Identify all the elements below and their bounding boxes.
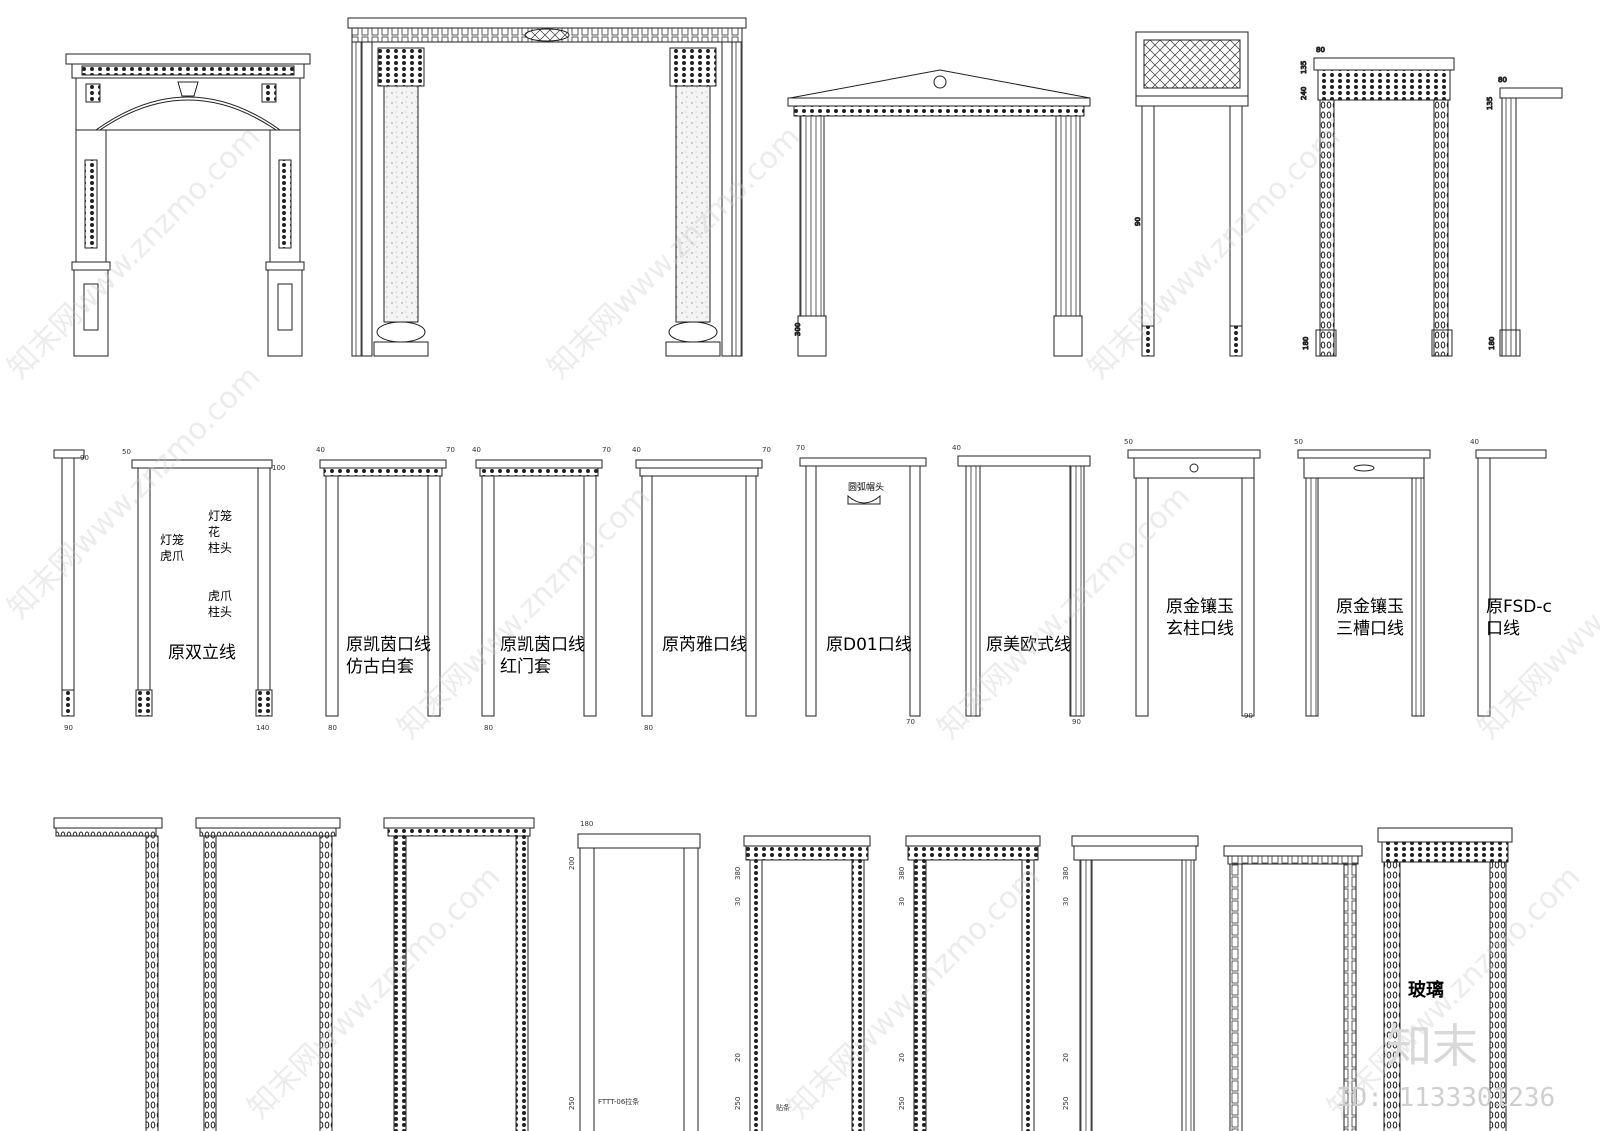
glass-label: 玻璃	[1408, 979, 1444, 1001]
dim-label: 20	[734, 1053, 742, 1062]
dim-label: 180	[1488, 337, 1496, 350]
pediment-door-frame-drawing: 300	[787, 69, 1091, 357]
watermark-text: 知末网www.znzmo.com	[1, 119, 267, 385]
dim-label: 180	[1302, 337, 1310, 350]
dim-label: 90	[80, 454, 89, 462]
dim-label: 70	[906, 718, 915, 726]
column-door-frame-drawing	[347, 17, 747, 357]
callout-label: 柱头	[208, 540, 232, 555]
casing-label: 口线	[1486, 619, 1520, 639]
brand-watermark: 知末	[1386, 1019, 1478, 1073]
watermark-text: 知末网www.znzmo.com	[1, 359, 267, 625]
dim-label: 80	[644, 724, 653, 732]
arched-door-frame-drawing	[65, 53, 311, 357]
dim-label: 250	[568, 1097, 576, 1110]
row2-callouts: 灯笼 虎爪 灯笼 花 柱头 虎爪 柱头 圆弧帽头	[160, 481, 884, 619]
dim-label: 250	[898, 1097, 906, 1110]
casing-label: 三槽口线	[1336, 619, 1404, 639]
dim-label: 135	[1486, 97, 1494, 110]
casing-label: 原金镶玉	[1166, 596, 1234, 617]
transom-door-frame-drawing: 90	[1134, 31, 1249, 357]
callout-label: 灯笼	[208, 508, 232, 523]
casing-label: 原FSD-c	[1486, 597, 1552, 617]
row3-dimensions: 180 200 380 30 20 250 380 30 20 250 380 …	[568, 820, 1070, 1112]
part-code-label: FTTT-06拉条	[598, 1097, 639, 1106]
dim-label: 20	[898, 1053, 906, 1062]
dim-label: 30	[734, 897, 742, 906]
dim-label: 50	[122, 448, 131, 456]
dim-label: 380	[898, 867, 906, 880]
callout-label: 花	[208, 524, 220, 539]
casing-label: 原美欧式线	[986, 635, 1071, 655]
callout-label: 灯笼	[160, 532, 184, 547]
dim-label: 90	[1134, 217, 1142, 226]
dim-label: 90	[1244, 712, 1253, 720]
dim-label: 240	[1300, 87, 1308, 100]
door-casing-series	[53, 449, 1547, 717]
callout-label: 虎爪	[160, 549, 184, 563]
row2-dimensions: 90 50 100 140 40 70 40 70 40 70 70 40 50…	[64, 438, 1479, 732]
dim-label: 50	[1294, 438, 1303, 446]
casing-label: 原D01口线	[826, 635, 912, 655]
row2-labels: 原双立线 原凯茵口线 仿古白套 原凯茵口线 红门套 原芮雅口线 原D01口线 原…	[168, 596, 1552, 677]
ornate-door-frame-drawing: 80 135 240 180	[1300, 46, 1455, 357]
dim-label: 40	[952, 444, 961, 452]
casing-label: 原金镶玉	[1336, 596, 1404, 617]
dim-label: 80	[328, 724, 337, 732]
dim-label: 250	[734, 1097, 742, 1110]
casing-label: 原芮雅口线	[662, 635, 747, 655]
dim-label: 80	[484, 724, 493, 732]
dim-label: 40	[632, 446, 641, 454]
dim-label: 250	[1062, 1097, 1070, 1110]
dim-label: 40	[472, 446, 481, 454]
callout-label: 圆弧帽头	[848, 481, 884, 493]
dim-label: 70	[446, 446, 455, 454]
watermark-text: 知末网www.znzmo.com	[391, 479, 657, 745]
dim-label: 380	[734, 867, 742, 880]
watermark-text: 知末网www.znzmo.com	[541, 119, 807, 385]
dim-label: 70	[796, 444, 805, 452]
dim-label: 90	[1072, 718, 1081, 726]
dim-label: 70	[602, 446, 611, 454]
casing-label: 原凯茵口线	[500, 635, 585, 655]
dim-label: 80	[1316, 46, 1325, 54]
dim-label: 40	[1470, 438, 1479, 446]
dim-label: 135	[1300, 61, 1308, 74]
dim-label: 100	[272, 464, 285, 472]
dim-label: 180	[580, 820, 593, 828]
casing-label: 原双立线	[168, 643, 236, 663]
watermark-text: 知末网www.znzmo.com	[241, 859, 507, 1125]
dim-label: 70	[762, 446, 771, 454]
dim-label: 30	[1062, 897, 1070, 906]
partial-door-frame-drawing: 80 135 180	[1486, 76, 1563, 357]
dim-label: 40	[316, 446, 325, 454]
dim-label: 30	[898, 897, 906, 906]
dim-label: 300	[794, 323, 802, 336]
dim-label: 380	[1062, 867, 1070, 880]
dim-label: 90	[64, 724, 73, 732]
callout-label: 虎爪	[208, 589, 232, 603]
dim-label: 20	[1062, 1053, 1070, 1062]
dim-label: 140	[256, 724, 269, 732]
dim-label: 80	[1498, 76, 1507, 84]
casing-label: 原凯茵口线	[346, 635, 431, 655]
door-casing-series-ornate	[53, 817, 1513, 1131]
dim-label: 200	[568, 857, 576, 870]
callout-label: 柱头	[208, 604, 232, 619]
casing-label: 仿古白套	[346, 657, 414, 677]
id-watermark: ID: 1133301236	[1336, 1083, 1555, 1113]
casing-label: 红门套	[500, 657, 551, 677]
part-label: 贴条	[776, 1103, 790, 1112]
dim-label: 50	[1124, 438, 1133, 446]
casing-label: 玄柱口线	[1166, 619, 1234, 639]
